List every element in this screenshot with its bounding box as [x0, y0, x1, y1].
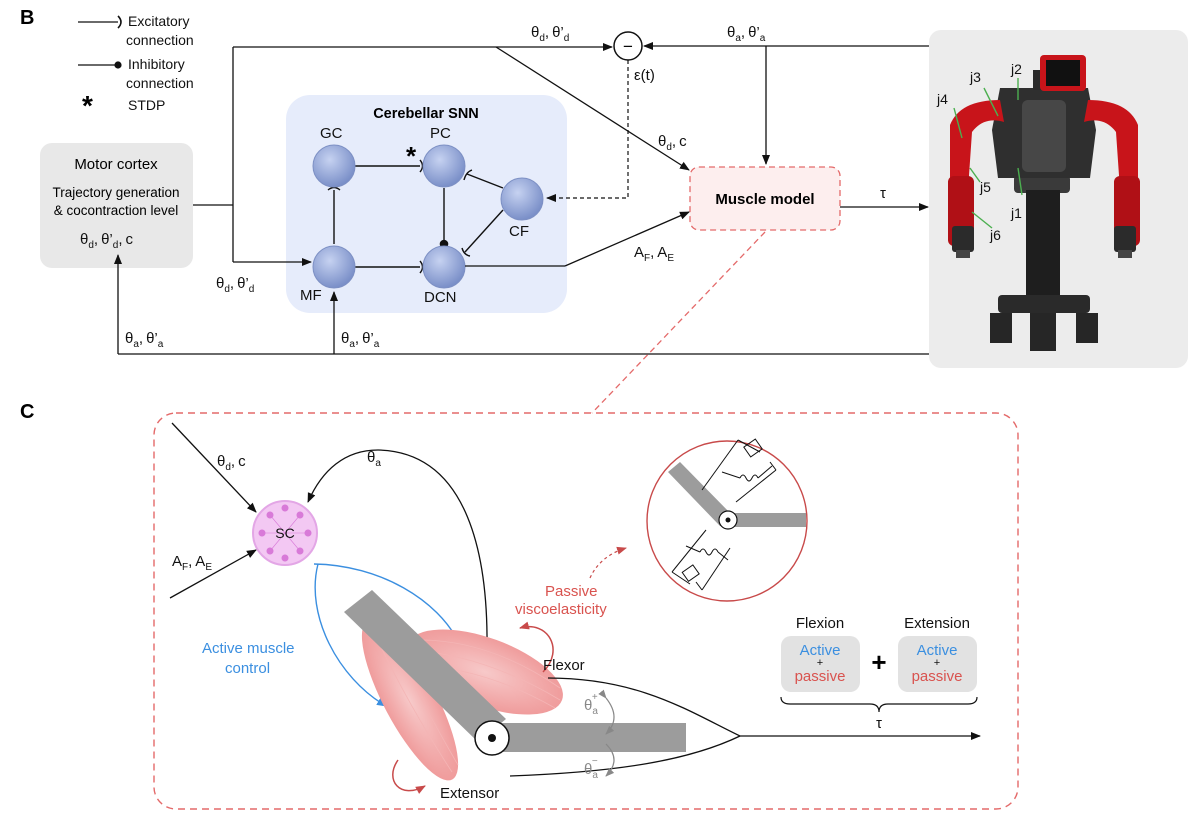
legend-inhibitory-1: Inhibitory [128, 56, 185, 72]
panel-c-dashed-frame [153, 412, 1019, 810]
legend-excitatory-1: Excitatory [128, 13, 189, 29]
extension-label: Extension [904, 615, 970, 632]
extension-plus-small: + [934, 657, 940, 669]
passive-label-1: Passive [545, 583, 598, 600]
label-actual-feedback-left: θa,θ’a [125, 330, 164, 350]
muscle-model-label: Muscle model [715, 191, 814, 208]
extensor-torque-curve [509, 735, 741, 777]
motor-cortex-line2: & cocontraction level [54, 203, 179, 218]
extensor-label: Extensor [440, 785, 499, 802]
joint-j2-label: j2 [1010, 61, 1022, 77]
joint-j6-label: j6 [989, 227, 1001, 243]
legend-stdp: STDP [128, 97, 165, 113]
sc-label: SC [275, 525, 294, 541]
snn-title: Cerebellar SNN [373, 106, 479, 122]
gc-neuron [312, 144, 356, 188]
joint-j1-label: j1 [1010, 205, 1022, 221]
joint-j5-label: j5 [979, 179, 991, 195]
active-control-label-1: Active muscle [202, 640, 295, 657]
zoom-connector [591, 231, 766, 414]
pc-neuron [422, 144, 466, 188]
torque-output-arrow [547, 677, 981, 740]
extensor-passive-curl-icon [392, 759, 426, 794]
inhibitory-symbol-icon [114, 61, 122, 69]
motor-cortex-title: Motor cortex [74, 156, 158, 173]
sum-torque-label: τ [876, 715, 882, 732]
pc-stdp-star-icon: * [406, 141, 417, 171]
sum-brace [780, 696, 978, 713]
muscle-model-box: Muscle model [689, 166, 841, 231]
mf-neuron [312, 245, 356, 289]
label-actual-top: θa,θ’a [727, 24, 766, 44]
theta-minus-range-icon [605, 743, 615, 777]
cerebellar-snn-box: Cerebellar SNN [286, 95, 567, 313]
passive-zoom-arrow [589, 546, 627, 579]
active-control-label-2: control [225, 660, 270, 677]
flexion-plus-small: + [817, 657, 823, 669]
error-label: ε(t) [634, 67, 655, 84]
label-activations: AF,AE [634, 244, 674, 264]
flexor-label: Flexor [543, 657, 585, 674]
label-actual-feedback-mf: θa,θ’a [341, 330, 380, 350]
mf-label: MF [300, 287, 322, 304]
theta-plus-label: θa+ [584, 692, 598, 717]
panel-c-label: C [20, 401, 34, 423]
cf-neuron [500, 177, 544, 221]
joint-j3-label: j3 [969, 69, 981, 85]
sc-feedback-arrow [307, 449, 488, 649]
gc-label: GC [320, 125, 343, 142]
label-desired-top: θd,θ’d [531, 24, 569, 44]
sc-input-desired: θd,c [217, 453, 246, 473]
stdp-star-icon: * [82, 90, 93, 121]
error-comparator: − ε(t) [613, 31, 655, 84]
extension-passive: passive [912, 668, 963, 685]
active-control-extensor-arrow [314, 563, 387, 707]
active-control-flexor-arrow [313, 563, 460, 644]
pc-label: PC [430, 125, 451, 142]
flexor-muscle [407, 629, 563, 715]
extension-active: Active [917, 642, 958, 659]
label-torque: τ [880, 185, 886, 202]
panel-b-label: B [20, 7, 34, 29]
passive-label-2: viscoelasticity [515, 601, 607, 618]
theta-plus-range-icon [598, 689, 615, 735]
robot-image: j2 j3 j4 j5 j1 j6 [929, 30, 1188, 368]
label-desired-mf: θd,θ’d [216, 275, 254, 295]
torque-sum-group: Flexion Extension Active + passive Activ… [780, 615, 978, 732]
motor-cortex-line1: Trajectory generation [52, 185, 179, 200]
comparator-minus-icon: − [623, 37, 633, 56]
flexion-passive: passive [795, 668, 846, 685]
legend: Excitatory connection Inhibitory connect… [78, 13, 194, 121]
extension-box [898, 636, 977, 692]
joint-j4-label: j4 [936, 91, 948, 107]
legend-inhibitory-2: connection [126, 75, 194, 91]
sc-inputs: θd,c AF,AE [169, 422, 257, 599]
dcn-neuron [422, 245, 466, 289]
excitatory-symbol-icon [117, 15, 122, 29]
joint-limb [344, 590, 686, 756]
motor-cortex-box: Motor cortex Trajectory generation & coc… [40, 143, 193, 268]
legend-excitatory-2: connection [126, 32, 194, 48]
sum-plus-icon: + [871, 647, 886, 677]
flexion-box [781, 636, 860, 692]
sc-feedback-label: θa [367, 449, 381, 469]
sc-input-activations: AF,AE [172, 553, 212, 573]
neurons: GC PC * CF MF DCN [300, 125, 544, 306]
flexion-active: Active [800, 642, 841, 659]
panel-b-signal-labels: θd,θ’d θa,θ’a θd,c AF,AE τ θd,θ’d θa,θ’a… [125, 24, 886, 350]
error-teaching-signal [546, 60, 629, 202]
dcn-label: DCN [424, 289, 457, 306]
flexor-passive-curl-icon [519, 621, 554, 673]
cf-label: CF [509, 223, 529, 240]
theta-minus-label: θa− [584, 756, 598, 781]
motor-cortex-output-label: θd,θ’d,c [80, 231, 134, 251]
spinal-cord-sc: SC [252, 500, 318, 566]
panel-b-wiring [114, 42, 930, 355]
flexion-label: Flexion [796, 615, 844, 632]
viscoelastic-inset [646, 438, 808, 602]
label-desired-cocontraction: θd,c [658, 133, 687, 153]
